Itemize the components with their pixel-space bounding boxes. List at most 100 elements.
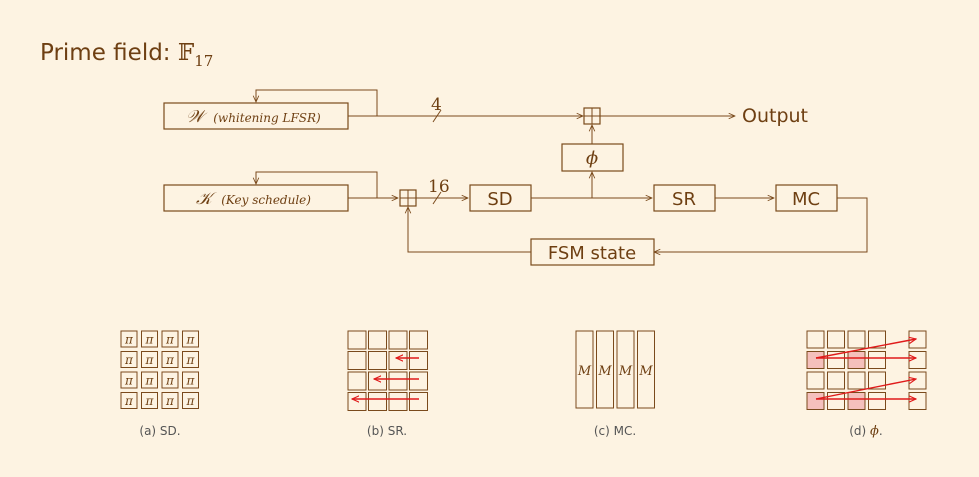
- mc-column: [616, 330, 635, 409]
- key-schedule-text: 𝒦 (Key schedule): [196, 189, 311, 209]
- page-title: Prime field: 𝔽17: [40, 40, 213, 70]
- sd-pi-symbol: π: [165, 333, 175, 347]
- phi-grid-cell: [827, 392, 845, 410]
- output-label: Output: [742, 105, 808, 127]
- w-lfsr-text: 𝒲 (whitening LFSR): [186, 107, 321, 127]
- sd-pi-symbol: π: [145, 394, 155, 408]
- k-label: (Key schedule): [221, 193, 311, 207]
- k-symbol: 𝒦: [196, 189, 217, 209]
- sr-grid-cell: [347, 392, 367, 411]
- sd-grid-cell: [182, 392, 199, 409]
- bus-width-mid: 16: [428, 177, 450, 197]
- sd-grid-cell: [161, 351, 179, 368]
- sr-caption: (b) SR.: [367, 424, 407, 438]
- sd-pi-symbol: π: [186, 374, 196, 388]
- sd-grid-cell: [141, 392, 158, 409]
- phi-caption: (d) ϕ.: [849, 424, 883, 439]
- sd-grid-cell: [120, 392, 138, 409]
- phi-grid-cell: [827, 371, 845, 390]
- sr-grid-cell: [409, 392, 428, 411]
- sr-grid-cell: [388, 330, 408, 350]
- sd-grid-cell: [182, 351, 199, 368]
- phi-grid-cell: [847, 392, 866, 410]
- sd-pi-symbol: π: [165, 353, 175, 367]
- phi-grid-cell: [806, 392, 825, 410]
- sd-grid-cell: [141, 371, 158, 389]
- phi-output-cell: [908, 351, 927, 369]
- phi-grid-cell: [868, 351, 886, 369]
- bus-slash-mid: [432, 191, 442, 205]
- sr-grid-cell: [347, 330, 367, 350]
- sd-grid-cell: [182, 330, 199, 348]
- sr-grid-cell: [368, 351, 387, 370]
- sd-grid-cell: [120, 330, 138, 348]
- mc-label: MC: [792, 189, 820, 210]
- mc-column: [596, 330, 614, 409]
- phi-grid-cell: [806, 371, 825, 390]
- sd-grid-cell: [161, 330, 179, 348]
- phi-output-cell: [908, 392, 927, 410]
- sr-grid-cell: [347, 371, 367, 391]
- title-prefix: Prime field:: [40, 40, 178, 66]
- sd-pi-symbol: π: [165, 394, 175, 408]
- sr-grid-cell: [388, 371, 408, 391]
- field-symbol: 𝔽: [178, 40, 195, 66]
- sr-grid-cell: [347, 351, 367, 370]
- sd-grid-cell: [141, 330, 158, 348]
- phi-caption-suffix: .: [879, 424, 883, 438]
- sd-pi-symbol: π: [145, 353, 155, 367]
- sd-caption: (a) SD.: [139, 424, 180, 438]
- phi-grid-cell: [847, 351, 866, 369]
- sr-label: SR: [672, 189, 696, 210]
- mc-to-fsm-wire: [654, 197, 868, 252]
- mc-column: [637, 330, 655, 409]
- sr-grid-cell: [388, 392, 408, 411]
- w-label: (whitening LFSR): [213, 111, 321, 125]
- mc-m-symbol: M: [577, 364, 592, 379]
- phi-grid-cell: [827, 351, 845, 369]
- phi-grid-cell: [868, 330, 886, 349]
- sr-panel: [347, 330, 428, 411]
- sr-grid-cell: [368, 330, 387, 350]
- sd-pi-symbol: π: [186, 353, 196, 367]
- phi-grid-cell: [806, 351, 825, 369]
- bus-width-top: 4: [431, 95, 442, 115]
- bus-slash-top: [432, 109, 442, 123]
- sd-label: SD: [487, 189, 512, 210]
- phi-caption-prefix: (d): [849, 424, 870, 438]
- mc-caption: (c) MC.: [594, 424, 636, 438]
- sd-pi-symbol: π: [165, 374, 175, 388]
- sr-grid-cell: [368, 392, 387, 411]
- phi-arrow-diag-1: [815, 339, 916, 359]
- w-lfsr-block: 𝒲 (whitening LFSR): [163, 89, 378, 130]
- phi-grid-cell: [806, 330, 825, 349]
- sr-grid-cell: [388, 351, 408, 370]
- phi-arrows: [815, 339, 916, 400]
- phi-label: ϕ: [586, 148, 598, 169]
- sr-shift-arrows: [352, 358, 419, 399]
- sr-grid-cell: [368, 371, 387, 391]
- fsm-to-xor-wire: [408, 207, 531, 253]
- phi-grid-cell: [847, 371, 866, 390]
- phi-grid-cell: [847, 330, 866, 349]
- sr-grid-cell: [409, 371, 428, 391]
- sd-grid-cell: [120, 371, 138, 389]
- sd-pi-symbol: π: [124, 374, 134, 388]
- sd-pi-symbol: π: [124, 333, 134, 347]
- xor-top-icon: [583, 107, 601, 125]
- sd-pi-symbol: π: [186, 333, 196, 347]
- sd-pi-symbol: π: [145, 333, 155, 347]
- mc-m-symbol: M: [618, 364, 633, 379]
- fsm-state-label: FSM state: [548, 243, 636, 264]
- sd-grid-cell: [161, 392, 179, 409]
- sr-grid-cell: [409, 351, 428, 370]
- phi-arrow-diag-2: [815, 379, 916, 400]
- w-feedback-wire: [256, 89, 378, 117]
- field-subscript: 17: [194, 52, 213, 70]
- w-symbol: 𝒲: [186, 107, 208, 127]
- sd-grid-cell: [120, 351, 138, 368]
- sr-grid-cell: [409, 330, 428, 350]
- sd-pi-symbol: π: [145, 374, 155, 388]
